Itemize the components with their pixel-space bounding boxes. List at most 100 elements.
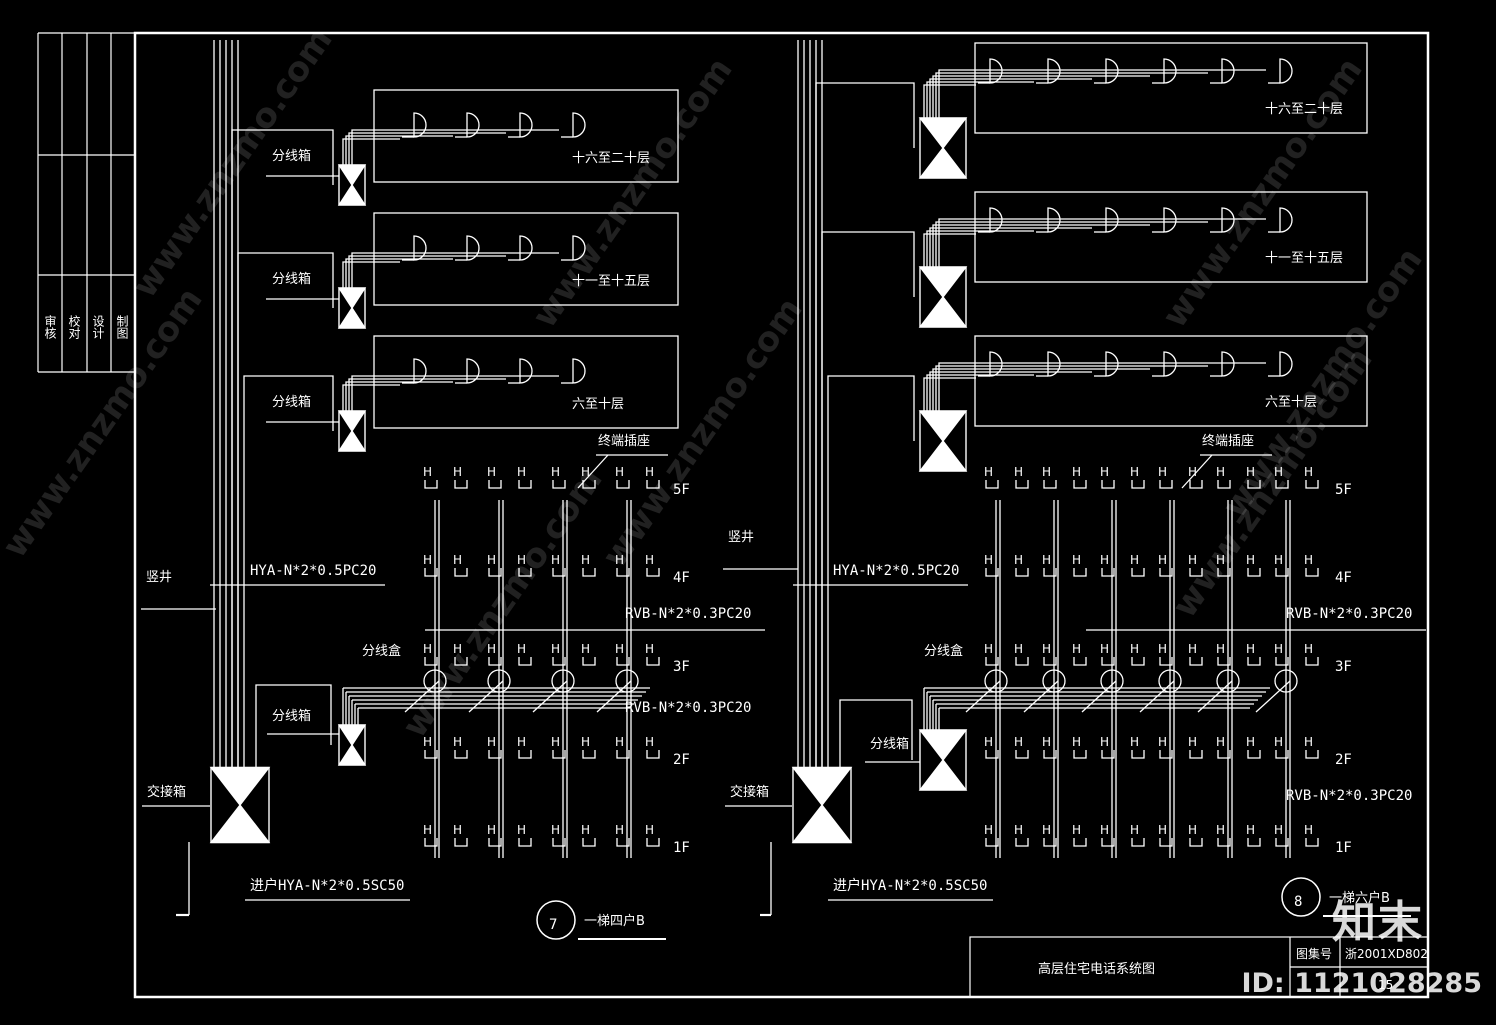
left-outlet-left xyxy=(616,838,630,847)
right-outlet-left xyxy=(1159,568,1173,577)
left-telephone-outlet xyxy=(508,112,533,138)
right-telephone-outlet xyxy=(1268,58,1293,84)
left-floor-label-5F: 5F xyxy=(673,482,690,498)
left-outlet-left-label: H xyxy=(487,823,496,837)
right-outlet-wire xyxy=(926,81,1034,118)
right-outlet-right-label: H xyxy=(1072,823,1081,837)
left-diagram-number: 7 xyxy=(549,917,557,933)
right-outlet-right-label: H xyxy=(1246,553,1255,567)
left-outlet-left-label: H xyxy=(423,735,432,749)
left-outlet-right xyxy=(454,838,468,847)
right-branch-cable-lower-label: RVB-N*2*0.3PC20 xyxy=(1286,788,1412,804)
left-title-strip xyxy=(37,32,135,373)
right-outlet-right xyxy=(1247,568,1261,577)
left-outlet-right xyxy=(646,568,660,577)
left-outlet-wire xyxy=(351,252,559,288)
right-outlet-left-label: H xyxy=(1216,465,1225,479)
right-floor-label-1F: 1F xyxy=(1335,840,1352,856)
left-outlet-wire xyxy=(348,132,506,165)
right-outlet-right-label: H xyxy=(1014,642,1023,656)
left-floor-label-2F: 2F xyxy=(673,752,690,768)
left-telephone-outlet xyxy=(561,235,586,261)
left-outlet-right-label: H xyxy=(645,735,654,749)
right-telephone-outlet xyxy=(978,351,1003,377)
left-outlet-left xyxy=(616,750,630,759)
right-outlet-left xyxy=(1101,750,1115,759)
right-junction-box xyxy=(791,766,853,844)
left-lower-distribution-box xyxy=(337,724,367,766)
right-outlet-right-label: H xyxy=(1188,823,1197,837)
right-outlet-wire xyxy=(926,230,1034,267)
right-telephone-outlet xyxy=(1268,207,1293,233)
right-outlet-right-label: H xyxy=(1072,642,1081,656)
right-outlet-left xyxy=(985,750,999,759)
right-outlet-right-label: H xyxy=(1188,553,1197,567)
left-outlet-right xyxy=(454,657,468,666)
right-outlet-right xyxy=(1305,568,1319,577)
right-branch-link xyxy=(1255,680,1291,713)
right-outlet-left-label: H xyxy=(984,642,993,656)
left-outlet-left-label: H xyxy=(615,735,624,749)
left-feeder-line xyxy=(237,252,334,770)
left-outlet-right-label: H xyxy=(581,735,590,749)
left-outlet-left xyxy=(424,568,438,577)
left-outlet-right-label: H xyxy=(517,823,526,837)
left-outlet-left-label: H xyxy=(423,642,432,656)
left-outlet-left xyxy=(488,838,502,847)
right-feeder-line xyxy=(827,375,915,770)
atlas-number: 浙2001XD802 xyxy=(1345,947,1428,961)
right-outlet-right xyxy=(1073,657,1087,666)
left-floor-group-label: 十一至十五层 xyxy=(572,274,650,289)
right-outlet-right-label: H xyxy=(1130,465,1139,479)
right-outlet-right-label: H xyxy=(1014,553,1023,567)
left-outlet-right xyxy=(646,480,660,489)
right-terminal-pointer xyxy=(1181,454,1213,489)
right-outlet-wire xyxy=(935,221,1208,267)
left-lower-feeder xyxy=(255,684,332,770)
right-outlet-left-label: H xyxy=(1274,553,1283,567)
right-telephone-outlet xyxy=(1094,351,1119,377)
left-outlet-right xyxy=(518,480,532,489)
left-outlet-right-label: H xyxy=(453,553,462,567)
right-outlet-right xyxy=(1305,657,1319,666)
right-telephone-outlet xyxy=(1210,58,1235,84)
left-outlet-right-label: H xyxy=(517,465,526,479)
right-lower-box-label: 分线箱 xyxy=(870,736,909,752)
right-outlet-right-label: H xyxy=(1072,553,1081,567)
right-outlet-right-label: H xyxy=(1072,465,1081,479)
right-telephone-outlet xyxy=(1152,58,1177,84)
right-outlet-right-label: H xyxy=(1130,553,1139,567)
left-box-label: 分线箱 xyxy=(272,148,311,164)
left-outlet-left xyxy=(488,750,502,759)
right-floor-label-3F: 3F xyxy=(1335,659,1352,675)
left-outlet-left xyxy=(424,480,438,489)
right-outlet-left-label: H xyxy=(1042,823,1051,837)
right-diagram-caption: 一梯六户B xyxy=(1329,890,1390,906)
right-telephone-outlet xyxy=(1152,351,1177,377)
right-outlet-left-label: H xyxy=(1216,553,1225,567)
right-outlet-left xyxy=(1275,657,1289,666)
right-outlet-right xyxy=(1015,838,1029,847)
right-outlet-wire xyxy=(923,233,976,267)
left-outlet-wire xyxy=(342,384,400,411)
left-outlet-right xyxy=(454,568,468,577)
left-outlet-right-label: H xyxy=(453,823,462,837)
left-outlet-wire xyxy=(351,375,559,411)
right-outlet-right-label: H xyxy=(1072,735,1081,749)
right-outlet-right xyxy=(1131,480,1145,489)
left-box-label: 分线箱 xyxy=(272,394,311,410)
site-watermark: www.znzmo.com xyxy=(525,51,741,336)
right-diagram-number: 8 xyxy=(1294,894,1302,910)
left-outlet-left xyxy=(552,657,566,666)
left-outlet-left-label: H xyxy=(487,465,496,479)
right-distribution-box xyxy=(918,266,968,328)
right-telephone-outlet xyxy=(1036,58,1061,84)
right-outlet-right-label: H xyxy=(1130,823,1139,837)
right-floor-group-frame xyxy=(974,191,1368,283)
right-distribution-box xyxy=(918,410,968,472)
left-outlet-left xyxy=(488,568,502,577)
right-outlet-left xyxy=(1101,568,1115,577)
right-outlet-right xyxy=(1247,750,1261,759)
left-outlet-right-label: H xyxy=(453,642,462,656)
